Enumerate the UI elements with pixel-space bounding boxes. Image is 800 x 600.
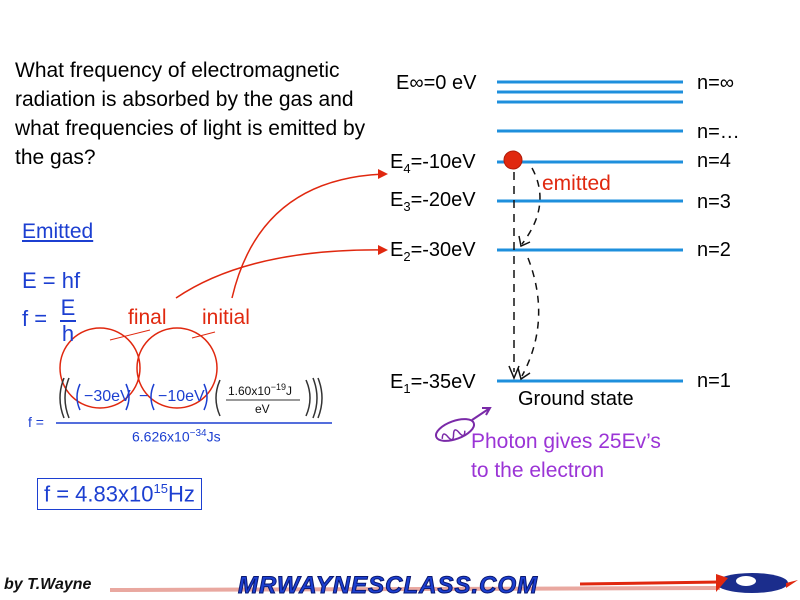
equation-e-hf: E = hf (22, 268, 81, 293)
conv-bracket-right (305, 379, 311, 417)
initial-term-circle (136, 327, 218, 409)
emission-arrow-4-2-head (518, 235, 531, 248)
outer-bracket-right-2 (312, 377, 318, 419)
outer-bracket-right (317, 377, 323, 419)
initial-to-circle (191, 331, 216, 339)
rocket-logo-icon (716, 573, 798, 593)
formula-f-eq: f = (28, 414, 44, 430)
final-arrow-head (378, 245, 388, 255)
equation-fraction: E h (60, 296, 76, 346)
photon-text-line2: to the electron (471, 459, 605, 482)
result-box: f = 4.83x1015Hz (37, 478, 202, 511)
final-term-circle (59, 327, 141, 409)
final-to-circle (109, 329, 151, 341)
level-label-4: E4=-10eV (390, 151, 476, 176)
term-final: −30eV (84, 388, 131, 405)
n-label-dots: n=… (697, 121, 740, 143)
level-label-2: E2=-30eV (390, 239, 476, 264)
emitted-label: emitted (542, 172, 611, 195)
emission-curve-4-2 (521, 167, 541, 245)
conv-bracket-left (215, 379, 221, 417)
equation-f-prefix: f = (22, 306, 48, 331)
level-label-3: E3=-20eV (390, 189, 476, 214)
footer-swoosh-2 (579, 580, 721, 586)
n-label-3: n=3 (697, 191, 731, 213)
term-initial: −10eV (158, 388, 205, 405)
outer-bracket-left (59, 377, 65, 419)
level-label-inf: E∞=0 eV (396, 72, 477, 94)
level-label-1: E1=-35eV (390, 371, 476, 396)
n-label-inf: n=∞ (697, 72, 735, 94)
final-label: final (128, 306, 167, 329)
electron-dot (503, 150, 523, 170)
n-label-1: n=1 (697, 370, 731, 392)
term1-paren-left (76, 383, 81, 411)
brand-logo-text: MRWAYNESCLASS.COM (237, 572, 539, 600)
ground-state-label: Ground state (518, 388, 634, 410)
term2-paren-right (203, 383, 208, 411)
conversion-denominator: eV (255, 402, 270, 416)
initial-arrow-head (378, 169, 388, 179)
emitted-heading: Emitted (22, 220, 94, 243)
outer-bracket-left-2 (64, 377, 70, 419)
term2-paren-left (150, 383, 155, 411)
photon-text-line1: Photon gives 25Ev’s (471, 430, 661, 453)
footer-swoosh (109, 586, 721, 592)
fraction-numerator: E (60, 295, 76, 320)
emission-arrow-2-1-head (517, 367, 531, 381)
conversion-numerator: 1.60x10−19J (228, 382, 292, 398)
question-text: What frequency of electromagnetic radiat… (15, 59, 366, 169)
fraction-denominator: h (60, 320, 76, 346)
initial-label: initial (202, 306, 250, 329)
author-credit: by T.Wayne (4, 576, 92, 593)
initial-arrow-curve (231, 173, 387, 299)
term1-paren-right (125, 383, 130, 411)
n-label-2: n=2 (697, 239, 731, 261)
term-minus: − (139, 388, 149, 405)
absorption-arrow-head (508, 365, 520, 380)
photon-icon (434, 407, 492, 442)
final-arrow-curve (175, 249, 387, 299)
emission-curve-2-1 (521, 257, 540, 377)
n-label-4: n=4 (697, 150, 731, 172)
formula-denominator: 6.626x10−34Js (132, 428, 221, 445)
